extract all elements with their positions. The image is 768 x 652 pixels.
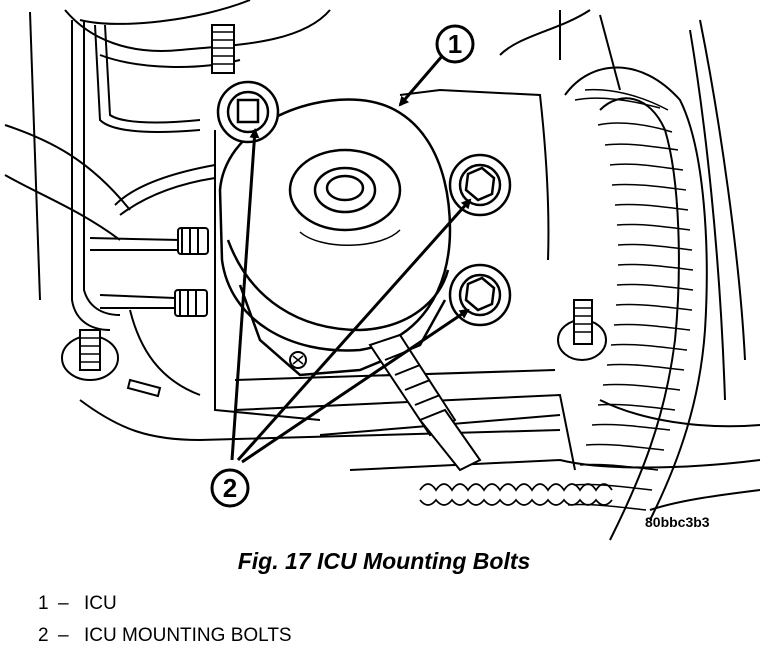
mounting-bolt-top-left <box>216 80 280 144</box>
mounting-bolt-right-upper <box>448 153 512 217</box>
legend-dash: – <box>58 593 69 614</box>
legend: 1–ICU 2–ICU MOUNTING BOLTS <box>38 588 292 652</box>
legend-text: ICU MOUNTING BOLTS <box>84 625 292 646</box>
svg-text:1: 1 <box>448 29 462 59</box>
legend-number: 2 <box>38 625 49 646</box>
figure-caption: Fig. 17 ICU Mounting Bolts <box>237 548 531 574</box>
threaded-studs <box>61 24 607 398</box>
legend-number: 1 <box>38 593 49 614</box>
callout-1: 1 <box>435 24 475 64</box>
legend-dash: – <box>58 625 69 646</box>
figure-code: 80bbc3b3 <box>645 514 710 530</box>
legend-item-2: 2–ICU MOUNTING BOLTS <box>38 620 292 652</box>
legend-item-1: 1–ICU <box>38 588 292 620</box>
legend-text: ICU <box>84 593 117 614</box>
weld-bead <box>419 483 613 506</box>
brake-lines <box>71 20 216 331</box>
icu-illustration: 1 2 80bbc3b3 <box>4 0 761 541</box>
callout-2: 2 <box>210 468 250 508</box>
brake-fittings <box>174 227 209 317</box>
svg-text:2: 2 <box>223 473 237 503</box>
callout-leaders <box>230 54 472 464</box>
